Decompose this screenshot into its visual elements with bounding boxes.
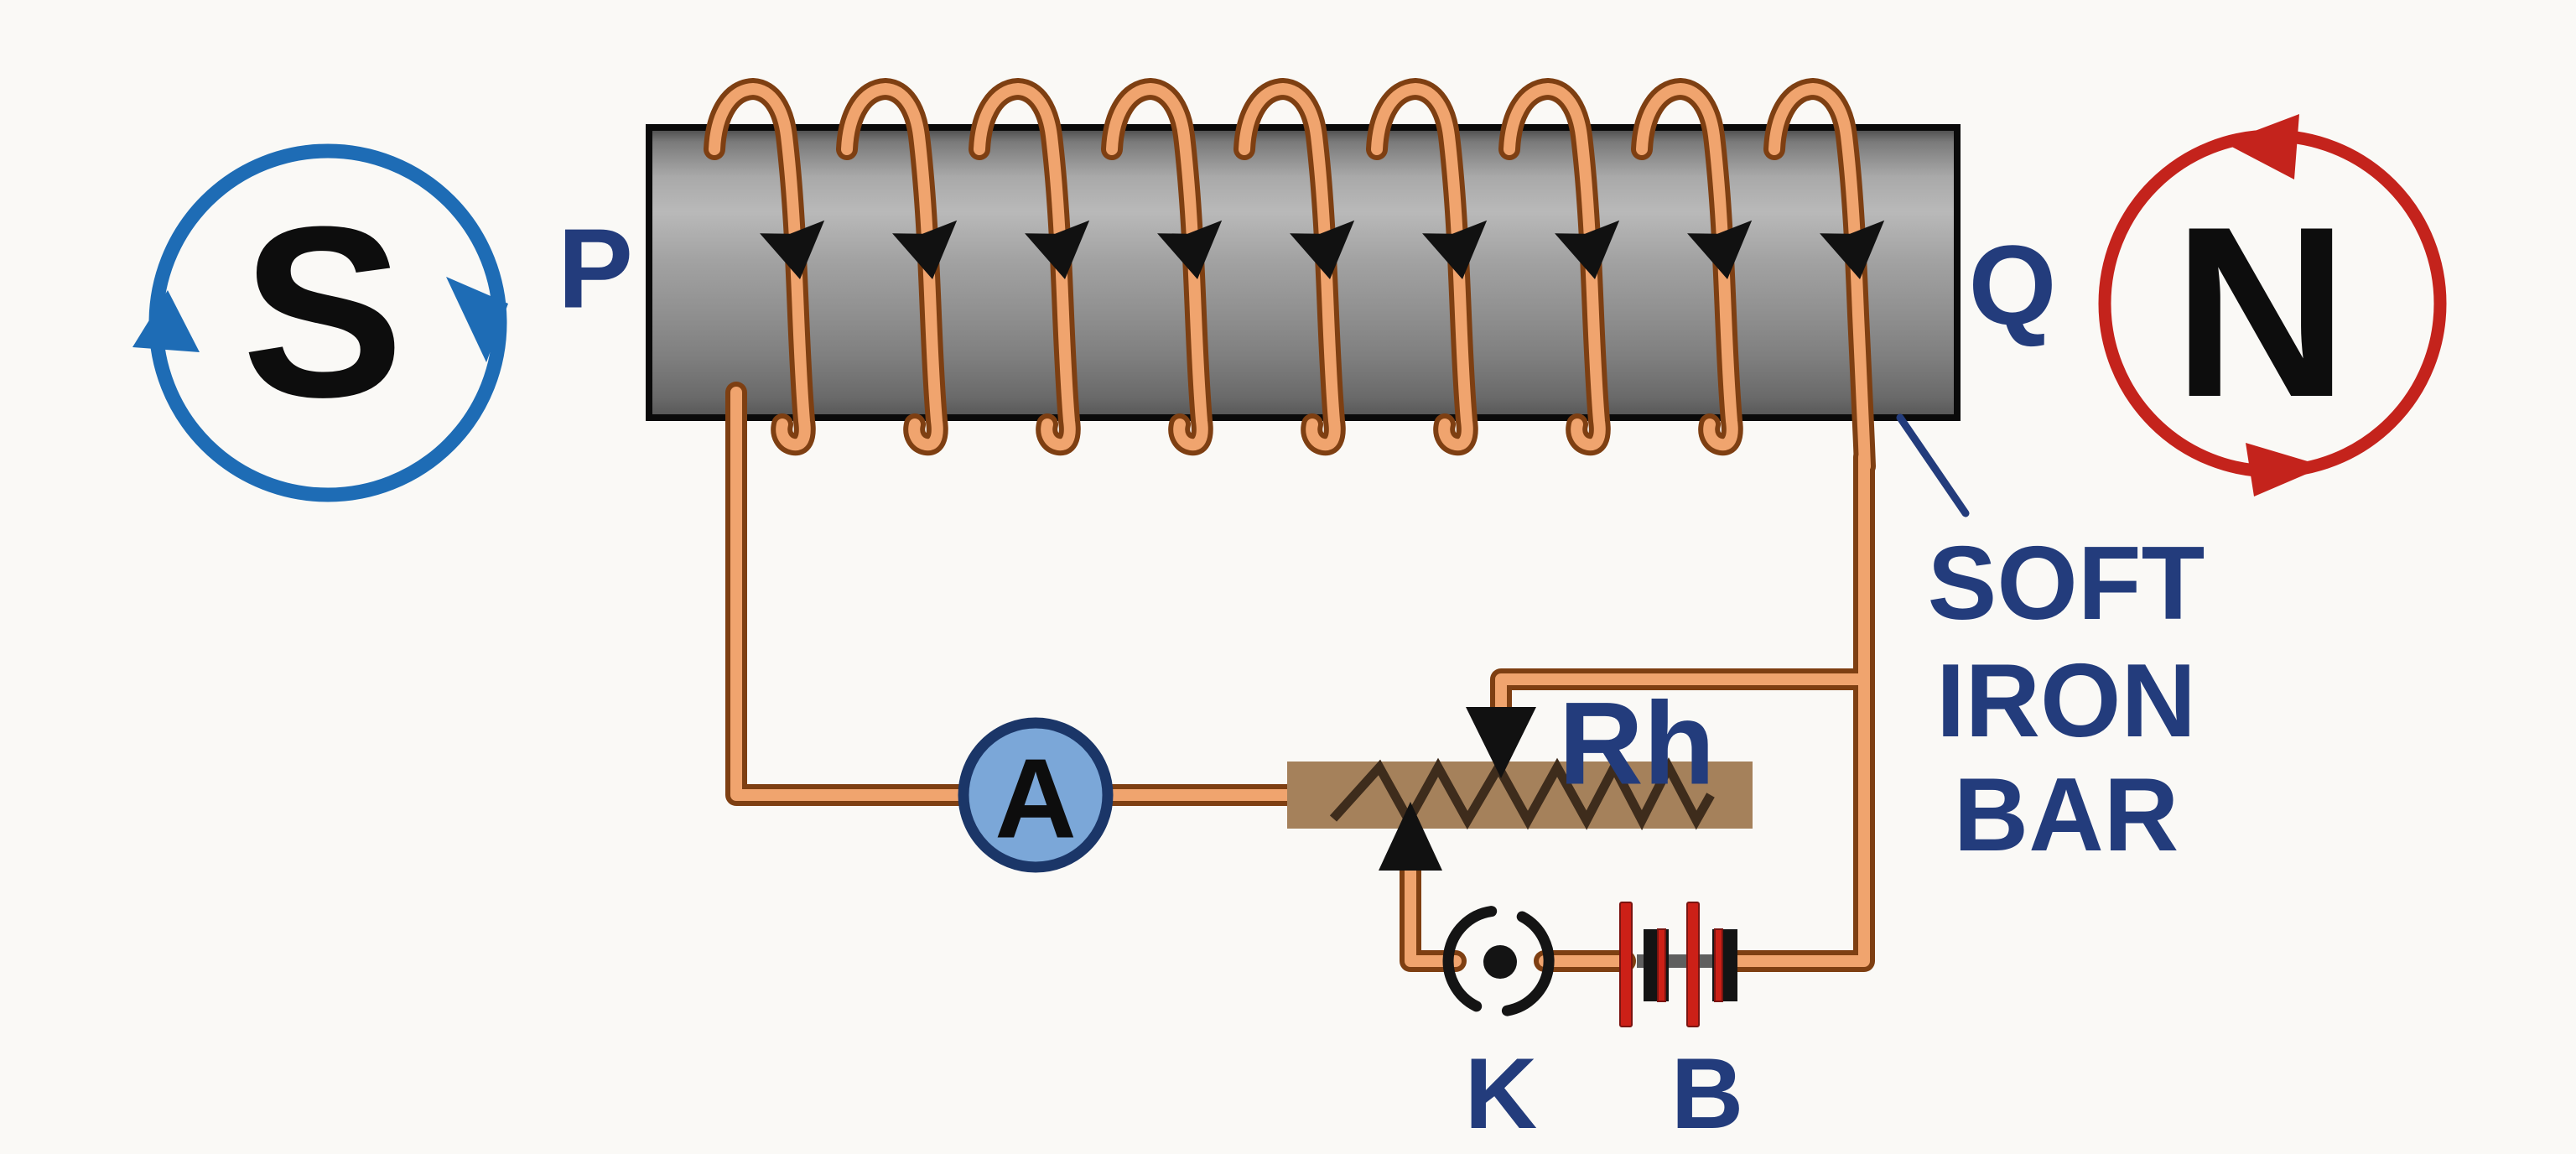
coil-turn [1371,83,1473,451]
coil-turn [1768,83,1871,472]
coil-turn [974,83,1076,451]
coil-turn [1636,83,1738,451]
bar-caption-line: BAR [1954,757,2179,873]
coil-current-arrow-icon [1025,220,1090,279]
wire-copper-layer [709,83,1871,967]
battery-plate-long [1686,902,1700,1027]
coil-current-arrow-icon [1422,220,1488,279]
north-pole-indicator: N [2098,114,2447,496]
key-ring-left-arc [1442,906,1498,1012]
battery-plate-stripe [1657,928,1666,1002]
plug-key [1442,906,1555,1016]
coil-arrow-layer [760,220,1885,279]
ammeter-body [958,717,1114,873]
coil-current-arrow-icon [1687,220,1753,279]
bar-end-label-p: P [558,205,633,332]
soft-iron-bar [646,124,1961,421]
rheostat-wiper-down-arrow-icon [1466,707,1536,778]
north-pole-label: N [2173,176,2348,448]
circuit-wire-wiper [1495,673,1870,725]
south-rotation-arrow-icon [132,290,200,352]
circuit-wire-right [1727,446,1875,972]
bar-caption: SOFT IRON BAR [1928,526,2205,873]
coil-current-arrow-icon [1157,220,1223,279]
coil-turn [841,83,943,451]
south-pole-indicator: S [132,143,508,502]
bar-caption-line: SOFT [1928,526,2205,642]
coil-current-arrow-icon [1290,220,1355,279]
rheostat [1287,707,1753,871]
key-ring-right-arc [1501,911,1555,1016]
coil-current-arrow-icon [760,220,825,279]
rheostat-label: Rh [1559,678,1716,809]
battery [1619,902,1737,1027]
coil-turn [1239,83,1341,451]
key-label: K [1465,1037,1538,1150]
coil-current-arrow-icon [1820,220,1885,279]
ammeter: A [958,717,1114,873]
key-dot [1483,945,1517,979]
coil-current-arrow-icon [892,220,958,279]
coil-turn [709,83,811,451]
coil-current-arrow-icon [1555,220,1620,279]
north-rotation-arrow-icon [2224,114,2299,179]
battery-plate-stripe [1714,928,1723,1002]
coil-turn [1106,83,1208,451]
bar-caption-leader-line [1896,413,1970,517]
north-rotation-arrow-icon [2246,443,2324,496]
ammeter-label: A [995,736,1077,862]
coil-turn [1504,83,1606,451]
battery-label: B [1671,1037,1744,1150]
circuit-wire-right [1732,451,1870,967]
circuit-wire-left [730,387,1316,801]
south-pole-label: S [242,176,403,448]
bar-end-label-q: Q [1968,222,2056,349]
rheostat-up-arrow-icon [1379,802,1442,871]
south-rotation-arrow-icon [446,277,508,362]
battery-plate-long [1619,902,1633,1027]
bar-caption-line: IRON [1936,643,2196,759]
